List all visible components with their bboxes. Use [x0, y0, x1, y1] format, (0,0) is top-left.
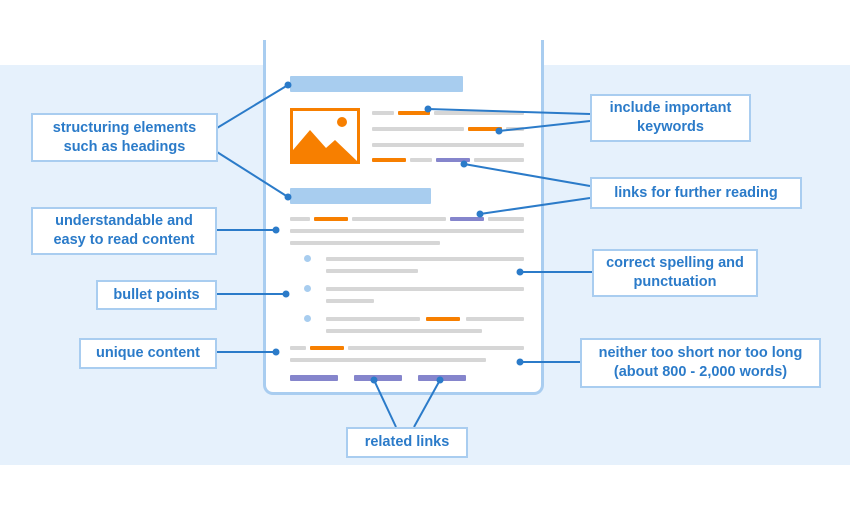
- label-related-links: related links: [346, 427, 468, 458]
- label-unique-content: unique content: [79, 338, 217, 369]
- image-placeholder-icon: [290, 108, 360, 164]
- keyword-mark: [372, 158, 406, 162]
- keyword-mark: [314, 217, 348, 221]
- keyword-mark: [468, 127, 502, 131]
- text-line: [474, 158, 524, 162]
- keyword-mark: [426, 317, 460, 321]
- bullet-dot: [304, 315, 311, 322]
- text-line: [290, 346, 306, 350]
- text-line: [326, 269, 418, 273]
- text-line: [434, 111, 524, 115]
- text-line: [326, 299, 374, 303]
- keyword-mark: [398, 111, 430, 115]
- heading-bar: [290, 76, 463, 92]
- label-bullet-points: bullet points: [96, 280, 217, 310]
- bullet-dot: [304, 255, 311, 262]
- text-line: [326, 317, 420, 321]
- label-spelling-punctuation: correct spelling and punctuation: [592, 249, 758, 297]
- label-important-keywords: include important keywords: [590, 94, 751, 142]
- text-line: [372, 143, 524, 147]
- document-mockup: [263, 40, 544, 395]
- keyword-mark: [310, 346, 344, 350]
- heading-bar: [290, 188, 431, 204]
- text-line: [290, 241, 440, 245]
- text-line: [372, 127, 464, 131]
- text-line: [410, 158, 432, 162]
- bullet-dot: [304, 285, 311, 292]
- text-line: [348, 346, 524, 350]
- label-structuring-elements: structuring elements such as headings: [31, 113, 218, 162]
- text-line: [290, 229, 524, 233]
- text-line: [290, 217, 310, 221]
- text-line: [488, 217, 524, 221]
- text-line: [326, 257, 524, 261]
- text-line: [372, 111, 394, 115]
- text-line: [466, 317, 524, 321]
- text-line: [326, 329, 482, 333]
- text-line: [352, 217, 446, 221]
- label-content-length: neither too short nor too long (about 80…: [580, 338, 821, 388]
- related-link-mark: [290, 375, 338, 381]
- label-understandable-content: understandable and easy to read content: [31, 207, 217, 255]
- related-link-mark: [354, 375, 402, 381]
- text-line: [290, 358, 486, 362]
- link-mark: [450, 217, 484, 221]
- text-line: [326, 287, 524, 291]
- label-further-reading: links for further reading: [590, 177, 802, 209]
- link-mark: [436, 158, 470, 162]
